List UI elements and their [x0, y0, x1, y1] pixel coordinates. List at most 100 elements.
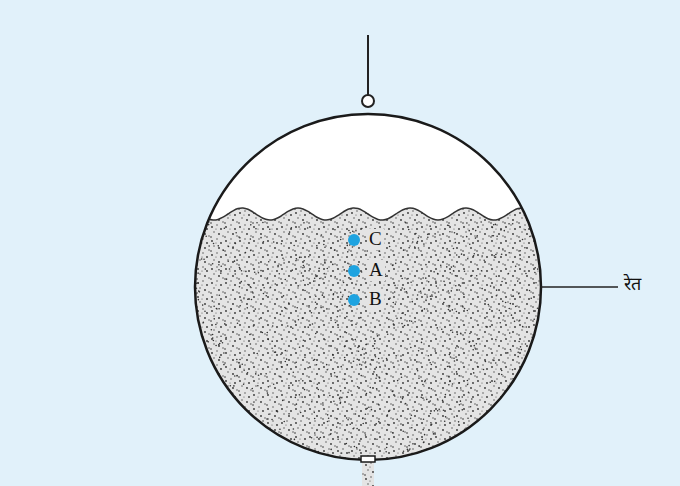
sand-grain — [453, 373, 455, 375]
sand-grain — [468, 341, 470, 343]
sand-grain — [401, 278, 403, 280]
sand-grain — [373, 371, 375, 373]
sand-grain — [469, 439, 471, 441]
sand-grain — [320, 437, 322, 439]
sand-grain — [450, 330, 452, 332]
sand-grain — [524, 229, 526, 231]
sand-grain — [288, 413, 290, 415]
sand-grain — [443, 455, 445, 457]
sand-grain — [460, 400, 462, 402]
sand-grain — [303, 279, 305, 281]
sand-grain — [232, 412, 234, 414]
sand-grain — [314, 277, 316, 279]
sand-grain — [212, 300, 214, 302]
sand-grain — [376, 438, 378, 440]
sand-grain — [215, 402, 217, 404]
sand-grain — [406, 291, 408, 293]
sand-grain — [379, 377, 381, 379]
sand-grain — [501, 374, 503, 376]
sand-grain — [255, 228, 257, 230]
hole — [361, 456, 375, 462]
sand-grain — [238, 362, 240, 364]
sand-grain — [347, 419, 349, 421]
sand-grain — [536, 349, 538, 351]
sand-grain — [375, 356, 377, 358]
sand-grain — [201, 389, 203, 391]
sand-grain — [464, 270, 466, 272]
sand-grain — [469, 333, 471, 335]
sand-grain — [491, 235, 493, 237]
sand-grain — [400, 423, 402, 425]
sand-grain — [307, 284, 309, 286]
sand-grain — [511, 314, 513, 316]
sand-grain — [443, 409, 445, 411]
sand-grain — [290, 459, 292, 461]
sand-grain — [455, 275, 457, 277]
sand-grain — [349, 278, 351, 280]
sand-grain — [239, 237, 241, 239]
sand-grain — [455, 285, 457, 287]
sand-grain — [219, 357, 221, 359]
sand-grain — [358, 346, 360, 348]
sand-grain — [351, 320, 353, 322]
sand-grain — [429, 225, 431, 227]
sand-grain — [352, 230, 354, 232]
sand-grain — [477, 366, 479, 368]
sand-grain — [286, 358, 288, 360]
sand-grain — [535, 282, 537, 284]
sand-grain — [405, 403, 407, 405]
sand-grain — [525, 273, 527, 275]
sand-grain — [495, 362, 497, 364]
sand-grain — [316, 364, 318, 366]
sand-grain — [466, 310, 468, 312]
sand-grain — [267, 418, 269, 420]
sand-grain — [424, 381, 426, 383]
sand-grain — [334, 229, 336, 231]
sand-grain — [283, 295, 285, 297]
sand-grain — [450, 290, 452, 292]
sand-grain — [236, 457, 238, 459]
sand-grain — [448, 290, 450, 292]
sand-grain — [265, 373, 267, 375]
sand-grain — [280, 361, 282, 363]
sand-grain — [215, 384, 217, 386]
sand-grain — [394, 291, 396, 293]
sand-grain — [232, 246, 234, 248]
sand-grain — [298, 319, 300, 321]
sand-grain — [423, 243, 425, 245]
sand-grain — [196, 398, 198, 400]
sand-grain — [213, 305, 215, 307]
sand-grain — [483, 451, 485, 453]
sand-grain — [395, 263, 397, 265]
sand-grain — [533, 318, 535, 320]
sand-grain — [376, 367, 378, 369]
sand-grain — [395, 355, 397, 357]
sand-grain — [283, 452, 285, 454]
sand-grain — [329, 434, 331, 436]
sand-grain — [424, 293, 426, 295]
sand-grain — [333, 400, 335, 402]
sand-grain — [314, 432, 316, 434]
sand-grain — [354, 345, 356, 347]
sand-grain — [413, 409, 415, 411]
sand-grain — [514, 321, 516, 323]
sand-grain — [304, 356, 306, 358]
sand-grain — [453, 416, 455, 418]
sand-grain — [262, 222, 264, 224]
sand-grain — [402, 398, 404, 400]
sand-grain — [234, 273, 236, 275]
sand-grain — [315, 301, 317, 303]
sand-grain — [444, 420, 446, 422]
sand-grain — [356, 358, 358, 360]
sand-grain — [455, 347, 457, 349]
sand-grain — [297, 452, 299, 454]
sand-grain — [503, 315, 505, 317]
sand-grain — [271, 340, 273, 342]
sand-grain — [525, 343, 527, 345]
sand-grain — [225, 337, 227, 339]
sand-grain — [302, 317, 304, 319]
sand-grain — [533, 433, 535, 435]
sand-grain — [490, 285, 492, 287]
sand-grain — [459, 404, 461, 406]
sand-grain — [495, 339, 497, 341]
